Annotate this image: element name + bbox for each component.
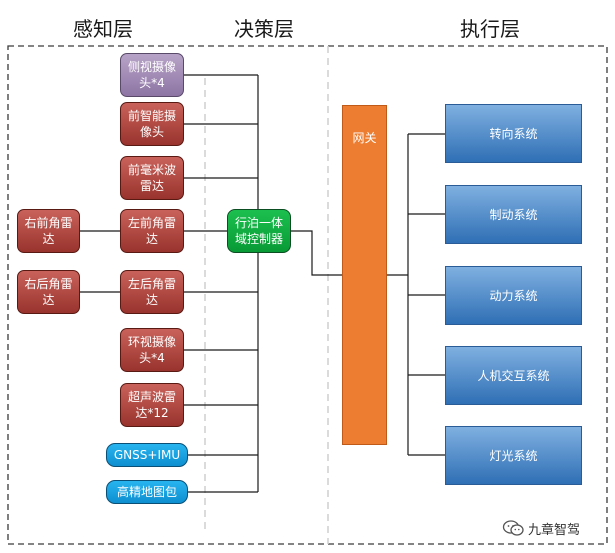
front-camera-node: 前智能摄像头 (120, 102, 184, 146)
execution-layer-title: 执行层 (460, 17, 520, 41)
right-rear-corner-radar-node: 右后角雷达 (17, 270, 80, 314)
wechat-icon (502, 520, 524, 536)
steering-system-node: 转向系统 (445, 104, 582, 163)
watermark: 九章智驾 (502, 516, 580, 540)
outer-frame (7, 45, 608, 545)
watermark-text: 九章智驾 (528, 522, 581, 538)
side-camera-node: 侧视摄像头*4 (120, 53, 184, 97)
left-rear-corner-radar-node: 左后角雷达 (120, 270, 184, 314)
decision-layer-title: 决策层 (234, 17, 294, 41)
hd-map-node: 高精地图包 (106, 480, 188, 504)
left-front-corner-radar-node: 左前角雷达 (120, 209, 184, 253)
line-controller-to-gateway (290, 230, 342, 276)
perception-layer-title: 感知层 (73, 17, 133, 41)
gateway-node: 网关 (342, 105, 387, 445)
gnss-imu-node: GNSS+IMU (106, 443, 188, 467)
braking-system-node: 制动系统 (445, 185, 582, 244)
lighting-system-node: 灯光系统 (445, 426, 582, 485)
ultrasonic-radar-node: 超声波雷达*12 (120, 383, 184, 427)
domain-controller-node: 行泊一体域控制器 (227, 209, 291, 253)
right-front-corner-radar-node: 右前角雷达 (17, 209, 80, 253)
powertrain-system-node: 动力系统 (445, 266, 582, 325)
hmi-system-node: 人机交互系统 (445, 346, 582, 405)
surround-camera-node: 环视摄像头*4 (120, 328, 184, 372)
front-mmwave-radar-node: 前毫米波雷达 (120, 156, 184, 200)
